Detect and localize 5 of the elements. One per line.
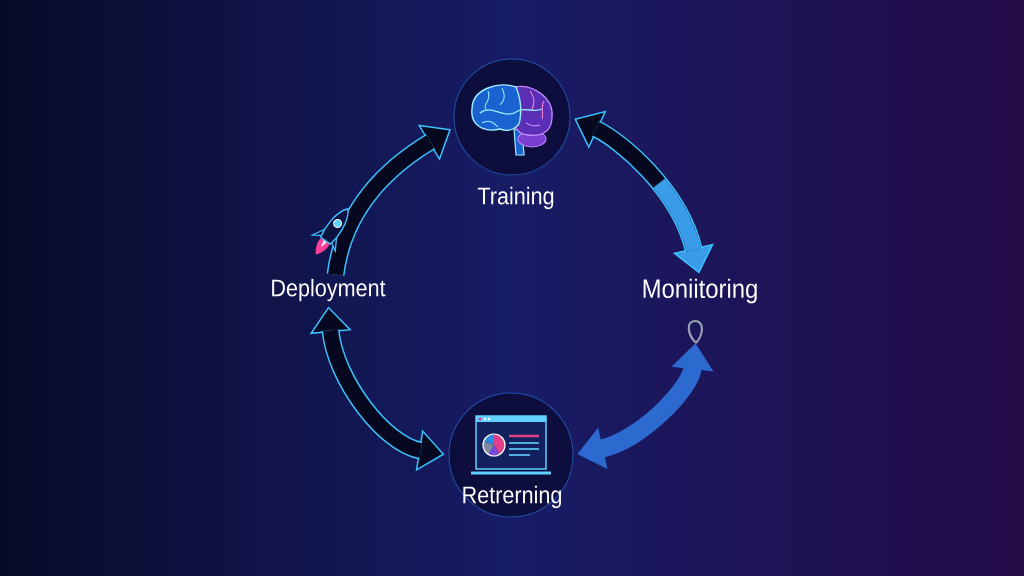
stage-label: Deployment [272, 278, 386, 302]
curved-arrow [574, 110, 714, 274]
stage-label: Training [477, 186, 554, 210]
curved-arrow [326, 124, 451, 277]
stage-label: Moniitoring [643, 278, 757, 304]
